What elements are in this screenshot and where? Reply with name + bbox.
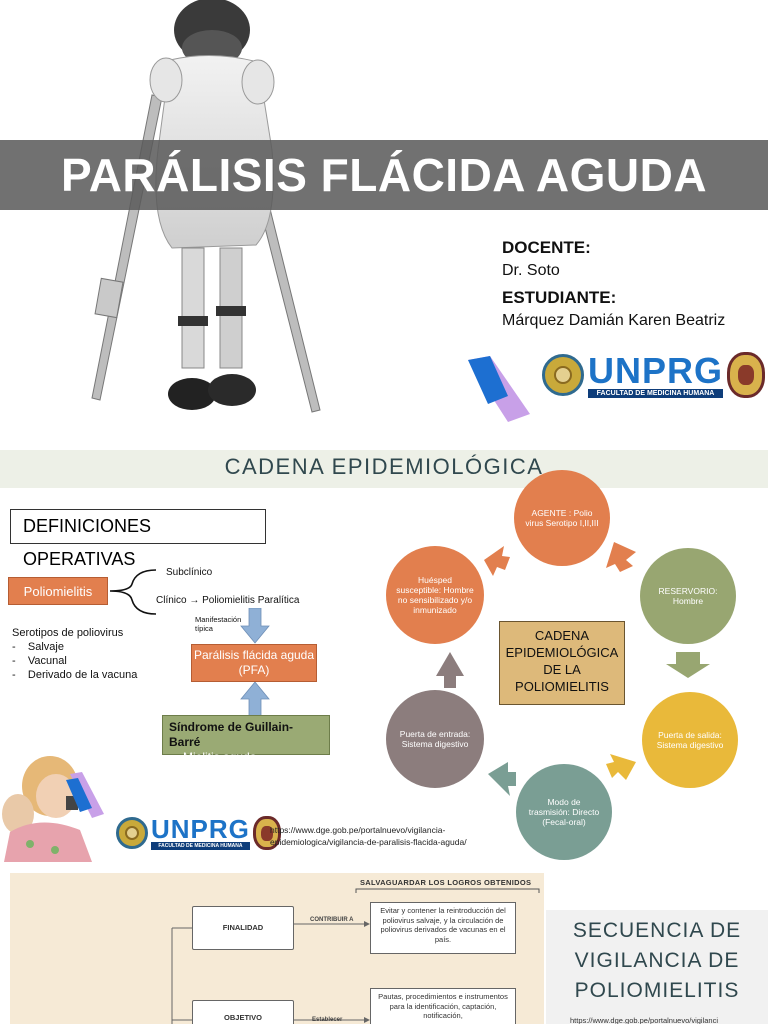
title-band (0, 140, 768, 210)
establecer-label: Establecer (312, 1017, 343, 1023)
section-banner (0, 450, 768, 488)
university-seal-icon (542, 354, 584, 396)
estudiante-label: ESTUDIANTE: (502, 288, 617, 307)
cycle-arrow (488, 762, 516, 796)
unprg-logo-small: UNPRG FACULTAD DE MEDICINA HUMANA (116, 816, 281, 850)
cycle-arrow (436, 652, 464, 688)
girl-with-crutches-photo (91, 0, 321, 413)
cycle-arrows (436, 542, 710, 796)
faculty-seal-icon (252, 816, 281, 850)
clinico-label: Clínico → Poliomielitis Paralítica (156, 595, 300, 606)
flowchart-header: SALVAGUARDAR LOS LOGROS OBTENIDOS (360, 878, 532, 887)
secuencia-title-panel (546, 910, 768, 1024)
section-title: CADENA EPIDEMIOLÓGICA (224, 454, 544, 479)
cycle-node-puerta-entrada: Puerta de entrada: Sistema digestivo (386, 690, 484, 788)
arrow-down-icon (240, 608, 270, 644)
cycle-node-huesped: Huésped susceptible: Hombre no sensibili… (386, 546, 484, 644)
list-item: - Mielitis aguda (169, 750, 257, 764)
objetivo-box: OBJETIVO (192, 1000, 294, 1024)
docente-label: DOCENTE: (502, 238, 591, 257)
credits-block: DOCENTE: Dr. Soto ESTUDIANTE: Márquez Da… (502, 236, 762, 338)
logo-wordmark: UNPRG (151, 814, 250, 844)
arrow-up-icon (240, 682, 270, 716)
page-title: PARÁLISIS FLÁCIDA AGUDA (60, 149, 708, 201)
arrow-right-icon (294, 921, 370, 927)
blue-parallelogram-icon (468, 356, 530, 422)
definiciones-title: DEFINICIONES OPERATIVAS (10, 509, 266, 569)
logo-wordmark: UNPRG (588, 349, 724, 391)
cycle-arrow (666, 652, 710, 678)
cycle-arrow (606, 542, 636, 572)
docente-name: Dr. Soto (502, 262, 560, 279)
guillain-barre-box: Síndrome de Guillain-Barré - Mielitis ag… (162, 715, 330, 764)
objetivo-desc: Pautas, procedimientos e instrumentos pa… (370, 988, 516, 1024)
list-item: - Vacunal (12, 655, 67, 667)
cycle-arrow (484, 546, 510, 576)
poliomielitis-box: Poliomielitis (8, 577, 108, 605)
subclinico-label: Subclínico (166, 567, 213, 578)
list-item: - Derivado de la vacuna (12, 669, 138, 681)
logo-subtitle: FACULTAD DE MEDICINA HUMANA (151, 842, 250, 850)
cycle-arrow (606, 754, 636, 780)
pfa-box: Parálisis flácida aguda (PFA) (191, 644, 317, 682)
header-bracket (355, 888, 540, 893)
manifestacion-label: Manifestación típica (195, 615, 242, 633)
guillain-barre-label: Síndrome de Guillain-Barré (169, 720, 294, 749)
cycle-center-title: CADENA EPIDEMIOLÓGICA DE LA POLIOMIELITI… (499, 621, 625, 705)
cycle-node-puerta-salida: Puerta de salida: Sistema digestivo (642, 692, 738, 788)
source-link[interactable]: https://www.dge.gob.pe/portalnuevo/vigil… (570, 1016, 719, 1024)
faculty-seal-icon (727, 352, 766, 398)
unprg-logo: UNPRG FACULTAD DE MEDICINA HUMANA (542, 349, 766, 398)
cycle-node-modo-trasmision: Modo de trasmisión: Directo (Fecal-oral) (516, 764, 612, 860)
contribuir-label: CONTRIBUIR A (310, 917, 354, 923)
child-drinking-photo (0, 744, 120, 862)
finalidad-desc: Evitar y contener la reintroducción del … (370, 902, 516, 954)
university-seal-icon (116, 817, 148, 849)
source-link[interactable]: https://www.dge.gob.pe/portalnuevo/vigil… (270, 825, 467, 847)
list-item: - Salvaje (12, 641, 64, 653)
cadena-slide: CADENA EPIDEMIOLÓGICA DEFINICIONES OPERA… (0, 450, 768, 864)
cycle-node-reservorio: RESERVORIO: Hombre (640, 548, 736, 644)
finalidad-box: FINALIDAD (192, 906, 294, 950)
estudiante-name: Márquez Damián Karen Beatriz (502, 312, 726, 329)
cover-slide: PARÁLISIS FLÁCIDA AGUDA DOCENTE: Dr. Sot… (0, 0, 768, 440)
arrow-right-icon (294, 1017, 370, 1023)
secuencia-slide: SALVAGUARDAR LOS LOGROS OBTENIDOS FINALI… (0, 870, 768, 1024)
bracket-connector (109, 569, 157, 615)
secuencia-title: SECUENCIA DE VIGILANCIA DE POLIOMIELITIS (572, 919, 742, 1002)
logo-subtitle: FACULTAD DE MEDICINA HUMANA (588, 388, 724, 398)
cycle-node-agente: AGENTE : Polio virus Serotipo I,II,III (514, 470, 610, 566)
serotipos-title: Serotipos de poliovirus (12, 627, 124, 639)
serotipos-list: Serotipos de poliovirus - Salvaje - Vacu… (12, 626, 137, 682)
